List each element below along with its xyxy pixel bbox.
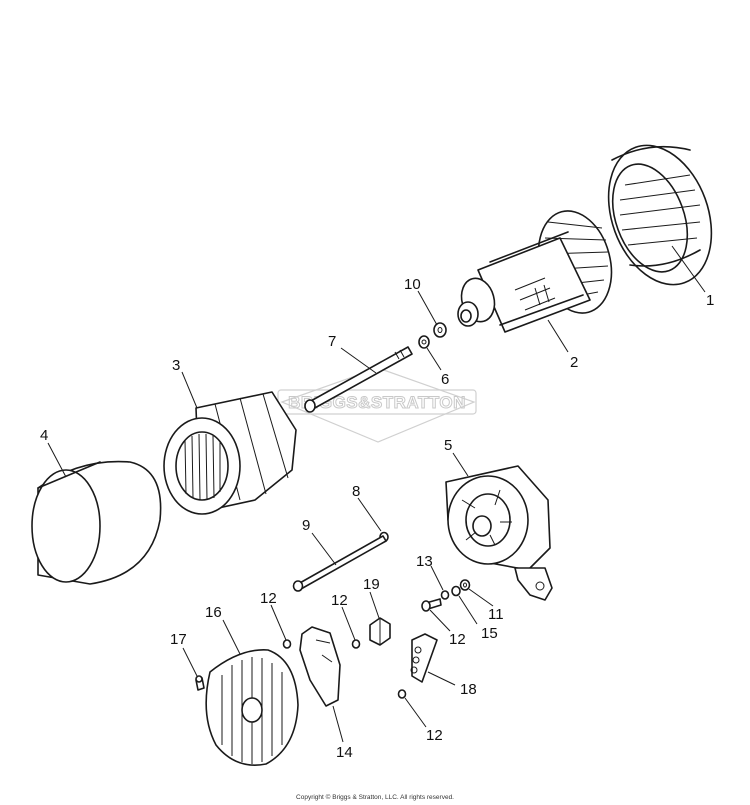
copyright-notice: Copyright © Briggs & Stratton, LLC. All … <box>296 794 454 801</box>
callout-9: 9 <box>302 517 310 534</box>
callout-17: 17 <box>170 631 187 648</box>
part-bracket-19[interactable] <box>369 617 391 646</box>
callout-18: 18 <box>460 681 477 698</box>
callout-12-d: 12 <box>426 727 443 744</box>
part-brush-cover[interactable] <box>299 626 341 707</box>
callout-10: 10 <box>404 276 421 293</box>
part-bolt-7[interactable] <box>304 346 413 413</box>
callout-1: 1 <box>706 292 714 309</box>
callouts: 1 2 3 4 5 6 7 8 9 10 11 12 12 12 12 13 1… <box>40 276 714 761</box>
callout-16: 16 <box>205 604 222 621</box>
part-terminal-board[interactable] <box>410 633 438 683</box>
callout-8: 8 <box>352 483 360 500</box>
part-screw-17[interactable] <box>195 675 205 691</box>
callout-19: 19 <box>363 576 380 593</box>
callout-12-c: 12 <box>449 631 466 648</box>
callout-5: 5 <box>444 437 452 454</box>
callout-15: 15 <box>481 625 498 642</box>
callout-12-a: 12 <box>260 590 277 607</box>
part-stator[interactable] <box>163 391 297 515</box>
callout-2: 2 <box>570 354 578 371</box>
part-washer-15[interactable] <box>451 585 461 597</box>
part-nut-13[interactable] <box>440 590 450 600</box>
part-end-grille[interactable] <box>205 649 299 766</box>
part-housing-ring[interactable] <box>590 131 729 299</box>
part-bolt-9[interactable] <box>292 535 387 592</box>
part-end-bracket[interactable] <box>445 465 553 601</box>
callout-13: 13 <box>416 553 433 570</box>
callout-6: 6 <box>441 371 449 388</box>
part-screw-12-bracket[interactable] <box>421 598 442 612</box>
callout-3: 3 <box>172 357 180 374</box>
part-screw-12-b[interactable] <box>351 639 361 649</box>
part-screw-12-a[interactable] <box>282 639 292 649</box>
part-rotor[interactable] <box>457 203 622 333</box>
callout-4: 4 <box>40 427 48 444</box>
callout-7: 7 <box>328 333 336 350</box>
part-cover-4[interactable] <box>31 460 162 585</box>
part-washer-10[interactable] <box>433 322 447 338</box>
callout-14: 14 <box>336 744 353 761</box>
leader-lines <box>47 245 706 743</box>
part-nut-6[interactable] <box>418 335 430 349</box>
callout-11: 11 <box>488 606 504 623</box>
part-screw-12-c[interactable] <box>397 689 407 699</box>
callout-12-b: 12 <box>331 592 348 609</box>
part-washer-11[interactable] <box>459 579 471 591</box>
